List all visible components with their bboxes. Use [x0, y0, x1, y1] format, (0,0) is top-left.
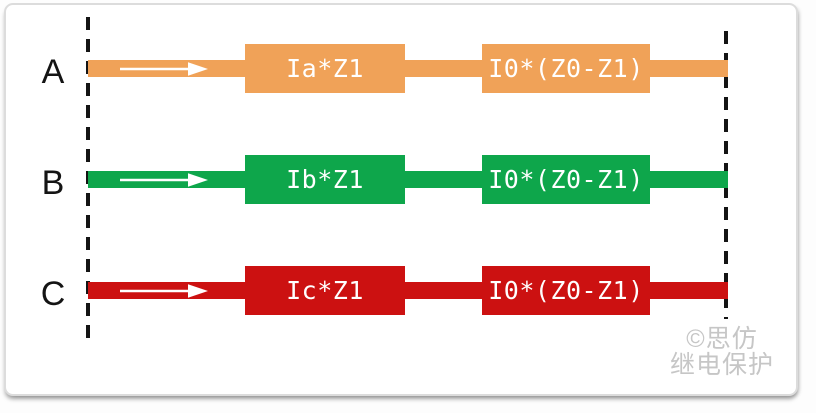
phase-b-impedance-block-2: I0*(Z0-Z1): [482, 155, 650, 204]
phase-c-label: C: [40, 275, 66, 313]
phase-a-impedance-block-1: Ia*Z1: [245, 44, 405, 93]
current-direction-arrow-icon: [120, 284, 208, 298]
phase-b-block-1-label: Ib*Z1: [286, 165, 364, 194]
phase-a-label: A: [41, 53, 65, 91]
phase-c-block-2-label: I0*(Z0-Z1): [488, 276, 644, 305]
phase-b-label: B: [41, 164, 65, 202]
current-direction-arrow-icon: [120, 62, 208, 76]
phase-c-block-1-label: Ic*Z1: [286, 276, 364, 305]
phase-a-impedance-block-2: I0*(Z0-Z1): [482, 44, 650, 93]
phase-c-impedance-block-2: I0*(Z0-Z1): [482, 266, 650, 315]
current-direction-arrow-icon: [120, 173, 208, 187]
phase-impedance-diagram: A Ia*Z1 I0*(Z0-Z1) B Ib*Z1 I0*(Z0-Z1): [6, 5, 796, 394]
diagram-card: A Ia*Z1 I0*(Z0-Z1) B Ib*Z1 I0*(Z0-Z1): [4, 3, 798, 396]
phase-b-impedance-block-1: Ib*Z1: [245, 155, 405, 204]
watermark-line1: ©思仿: [686, 325, 758, 353]
watermark: ©思仿 继电保护: [670, 326, 774, 378]
phase-a-block-2-label: I0*(Z0-Z1): [488, 54, 644, 83]
phase-a-block-1-label: Ia*Z1: [286, 54, 364, 83]
watermark-line2: 继电保护: [669, 351, 774, 379]
phase-c-impedance-block-1: Ic*Z1: [245, 266, 405, 315]
phase-b-block-2-label: I0*(Z0-Z1): [488, 165, 644, 194]
